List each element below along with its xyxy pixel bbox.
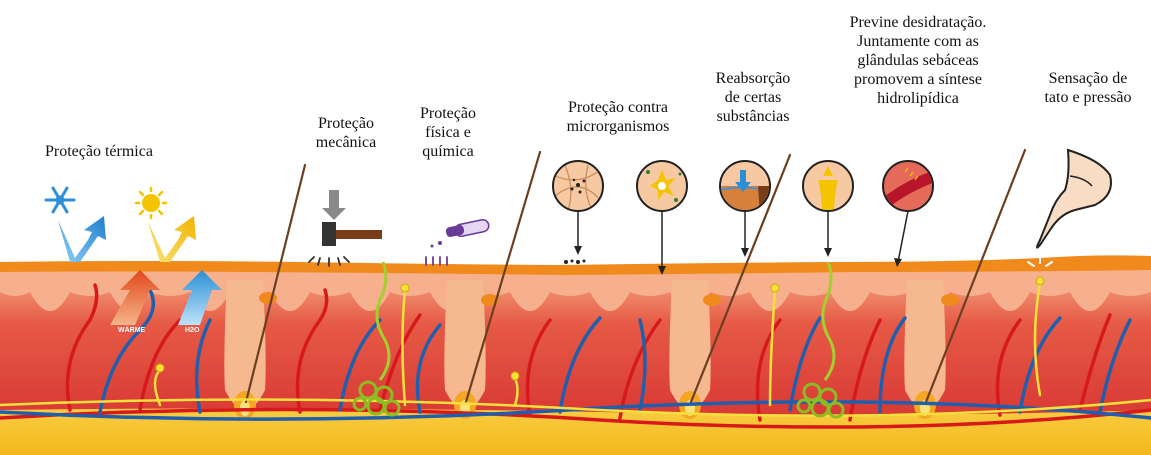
label-line: de certas	[706, 88, 800, 107]
vessel-circle-icon	[880, 161, 935, 267]
finger-icon	[1037, 150, 1111, 248]
label-line: Proteção	[410, 104, 486, 123]
label-line: mecânica	[306, 133, 386, 152]
label-reabsorption: Reabsorção de certas substâncias	[706, 69, 800, 126]
label-line: Sensação de	[1030, 69, 1146, 88]
surface-microorganisms	[564, 260, 586, 265]
label-line: Proteção contra	[553, 98, 683, 117]
label-microorganisms-protection: Proteção contra microrganismos	[553, 98, 683, 136]
label-line: tato e pressão	[1030, 88, 1146, 107]
heat-arrow-text: WÄRME	[118, 326, 146, 334]
heat-reflect-arrow	[148, 216, 196, 262]
water-arrow-text: H2O	[185, 327, 200, 334]
label-line: substâncias	[706, 107, 800, 126]
label-mechanical-protection: Proteção mecânica	[306, 114, 386, 152]
label-dehydration: Previne desidratação. Juntamente com as …	[832, 13, 1004, 108]
label-line: Previne desidratação.	[832, 13, 1004, 32]
label-line: química	[410, 142, 486, 161]
secretion-circle-icon	[803, 161, 853, 257]
label-line: glândulas sebáceas	[832, 51, 1004, 70]
absorption-circle-icon	[720, 161, 775, 257]
label-line: microrganismos	[553, 117, 683, 136]
dermis-layer	[0, 275, 1151, 415]
bacteria-destroyed-circle-icon	[637, 161, 687, 275]
label-touch-pressure: Sensação de tato e pressão	[1030, 69, 1146, 107]
label-line: hidrolipídica	[832, 89, 1004, 108]
test-tube-icon	[426, 219, 490, 265]
sun-icon	[136, 188, 166, 218]
label-line: Juntamente com as	[832, 32, 1004, 51]
cold-reflect-arrow	[58, 216, 106, 262]
snowflake-icon	[46, 188, 74, 212]
microorganisms-circle-icon	[553, 161, 603, 255]
label-line: Proteção	[306, 114, 386, 133]
hammer-icon	[309, 190, 382, 266]
label-thermal-protection: Proteção térmica	[45, 142, 153, 161]
label-line: Proteção térmica	[45, 142, 153, 161]
label-line: Reabsorção	[706, 69, 800, 88]
label-line: física e	[410, 123, 486, 142]
label-line: promovem a síntese	[832, 70, 1004, 89]
label-physical-chemical-protection: Proteção física e química	[410, 104, 486, 161]
